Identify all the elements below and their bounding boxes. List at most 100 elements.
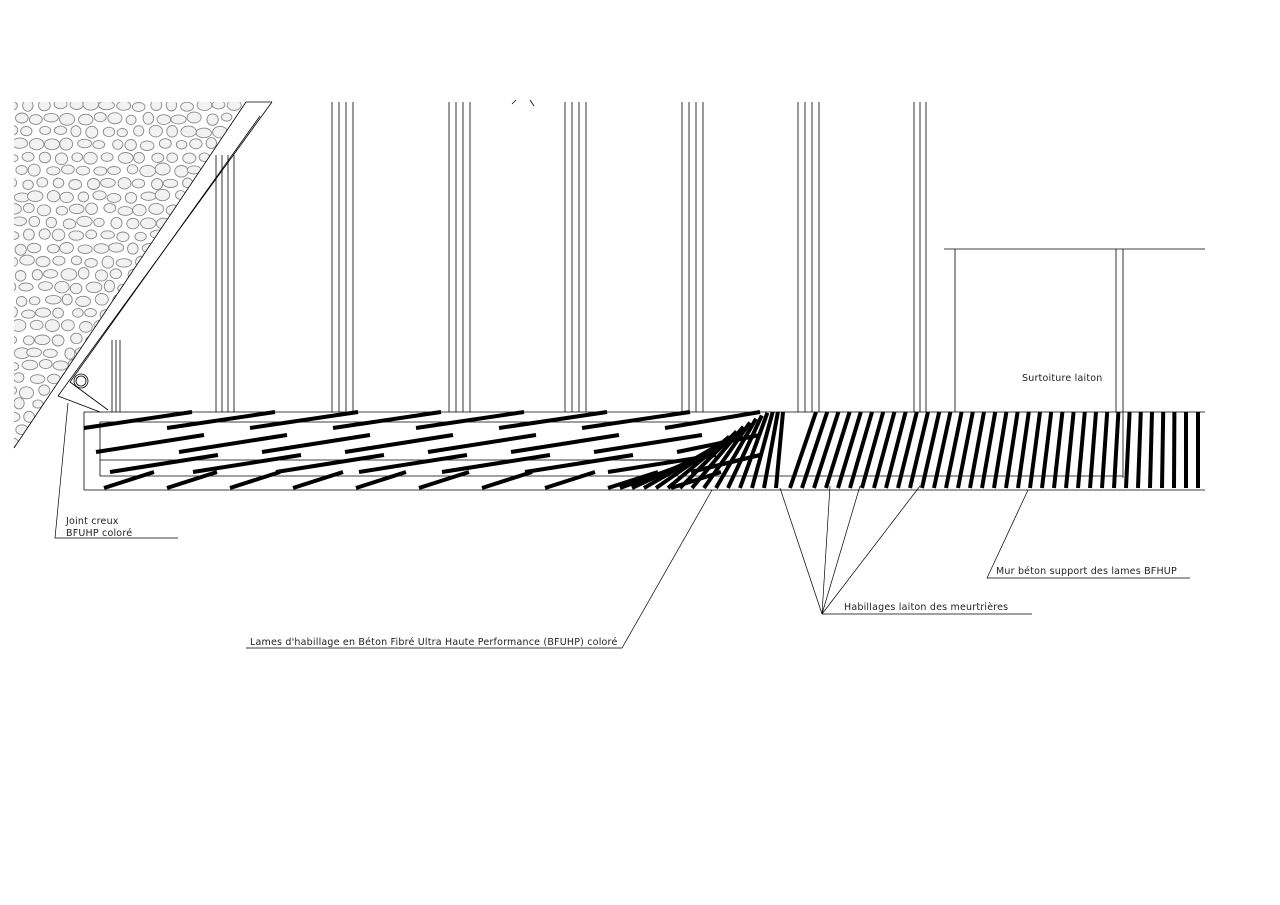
gravel-stone [59, 191, 74, 204]
gravel-stone [182, 152, 197, 164]
gravel-stone [127, 398, 140, 411]
gravel-stone [170, 114, 187, 125]
gravel-stone [189, 347, 205, 359]
gravel-stone [150, 384, 166, 396]
slat [788, 411, 818, 489]
gravel-stone [18, 282, 34, 292]
gravel-stone [175, 190, 187, 200]
gravel-stone [77, 138, 93, 149]
gravel-stone [45, 294, 62, 305]
gravel-stone [52, 307, 64, 319]
gravel-stone [215, 307, 228, 318]
gravel-stone [235, 345, 246, 358]
slat [510, 433, 620, 454]
gravel-stone [35, 307, 52, 318]
gravel-stone [139, 373, 154, 384]
gravel-stone [158, 346, 170, 358]
gravel-stone [14, 411, 21, 423]
gravel-stone [46, 190, 61, 203]
gravel-stone [189, 138, 203, 150]
gravel-stone [27, 190, 44, 203]
gravel-stone [82, 413, 98, 423]
gravel-stone [211, 152, 228, 166]
gravel-stone [68, 203, 85, 215]
gravel-stone [14, 153, 19, 163]
slat [884, 411, 908, 489]
slat [762, 411, 780, 489]
gravel-stone [28, 138, 45, 151]
gravel-stone [14, 256, 19, 268]
gravel-stone [23, 335, 35, 346]
slat [178, 433, 288, 454]
slat [166, 470, 218, 490]
gravel-stone [31, 269, 43, 281]
slat [702, 421, 752, 490]
gravel-stone [181, 231, 194, 242]
gravel-stone [117, 177, 132, 190]
leader-lines [54, 402, 1190, 649]
gravel-stone [151, 152, 165, 163]
gravel-stone [155, 217, 172, 230]
gravel-stone [139, 164, 157, 178]
slat [192, 453, 302, 474]
gravel-stone [143, 424, 155, 436]
slat [690, 425, 745, 490]
gravel-stone [85, 202, 98, 215]
top-mark [511, 99, 535, 107]
gravel-stone [28, 296, 41, 306]
gravel-stone [14, 203, 22, 215]
gravel-stone [124, 139, 137, 151]
gravel-stone [54, 152, 69, 166]
gravel-stone [43, 112, 59, 123]
gravel-stone [131, 102, 146, 112]
gravel-stone [69, 440, 81, 448]
gravel-stone [196, 102, 213, 111]
gravel-stone [61, 293, 73, 306]
slat [714, 417, 758, 489]
gravel-stone [135, 255, 147, 269]
surtoiture-box [944, 248, 1205, 478]
slat [441, 453, 551, 474]
gravel-stone [237, 426, 246, 437]
label-habillages: Habillages laiton des meurtrières [844, 602, 1008, 613]
gravel-stone [228, 126, 244, 140]
gravel-stone [134, 231, 147, 242]
gravel-stone [166, 254, 178, 267]
gravel-stone [150, 359, 164, 370]
gravel-stone [61, 164, 75, 175]
slat [1064, 411, 1076, 489]
gravel-stone [21, 309, 36, 319]
slat [908, 411, 930, 489]
gravel-stone [109, 268, 122, 280]
gravel-stone [208, 243, 220, 252]
slat [166, 410, 276, 430]
slat [1100, 411, 1110, 489]
gravel-stone [84, 308, 97, 318]
gravel-stone [124, 320, 140, 334]
gravel-stone [182, 177, 194, 189]
gravel-stone [85, 335, 98, 346]
gravel-stone [15, 296, 28, 307]
vertical-posts [111, 102, 927, 412]
drain-pipe-inner-icon [75, 375, 87, 387]
gravel-stone [133, 360, 149, 371]
gravel-stone [116, 231, 130, 243]
gravel-stone [92, 373, 107, 384]
gravel-stone [125, 372, 141, 384]
gravel-stone [122, 425, 139, 438]
slat [358, 453, 468, 474]
gravel-stone [195, 258, 213, 268]
gravel-stone [51, 409, 69, 423]
gravel-stone [36, 410, 52, 424]
gravel-stone [77, 191, 90, 203]
gravel-stone [156, 293, 173, 306]
slat [738, 412, 770, 489]
gravel-stone [14, 177, 18, 189]
gravel-stone [50, 437, 66, 448]
gravel-stone [43, 269, 59, 279]
gravel-stone [212, 385, 229, 396]
gravel-stone [206, 321, 222, 333]
gravel-stone [77, 244, 93, 254]
gravel-stone [51, 228, 66, 242]
gravel-stone [77, 397, 94, 410]
